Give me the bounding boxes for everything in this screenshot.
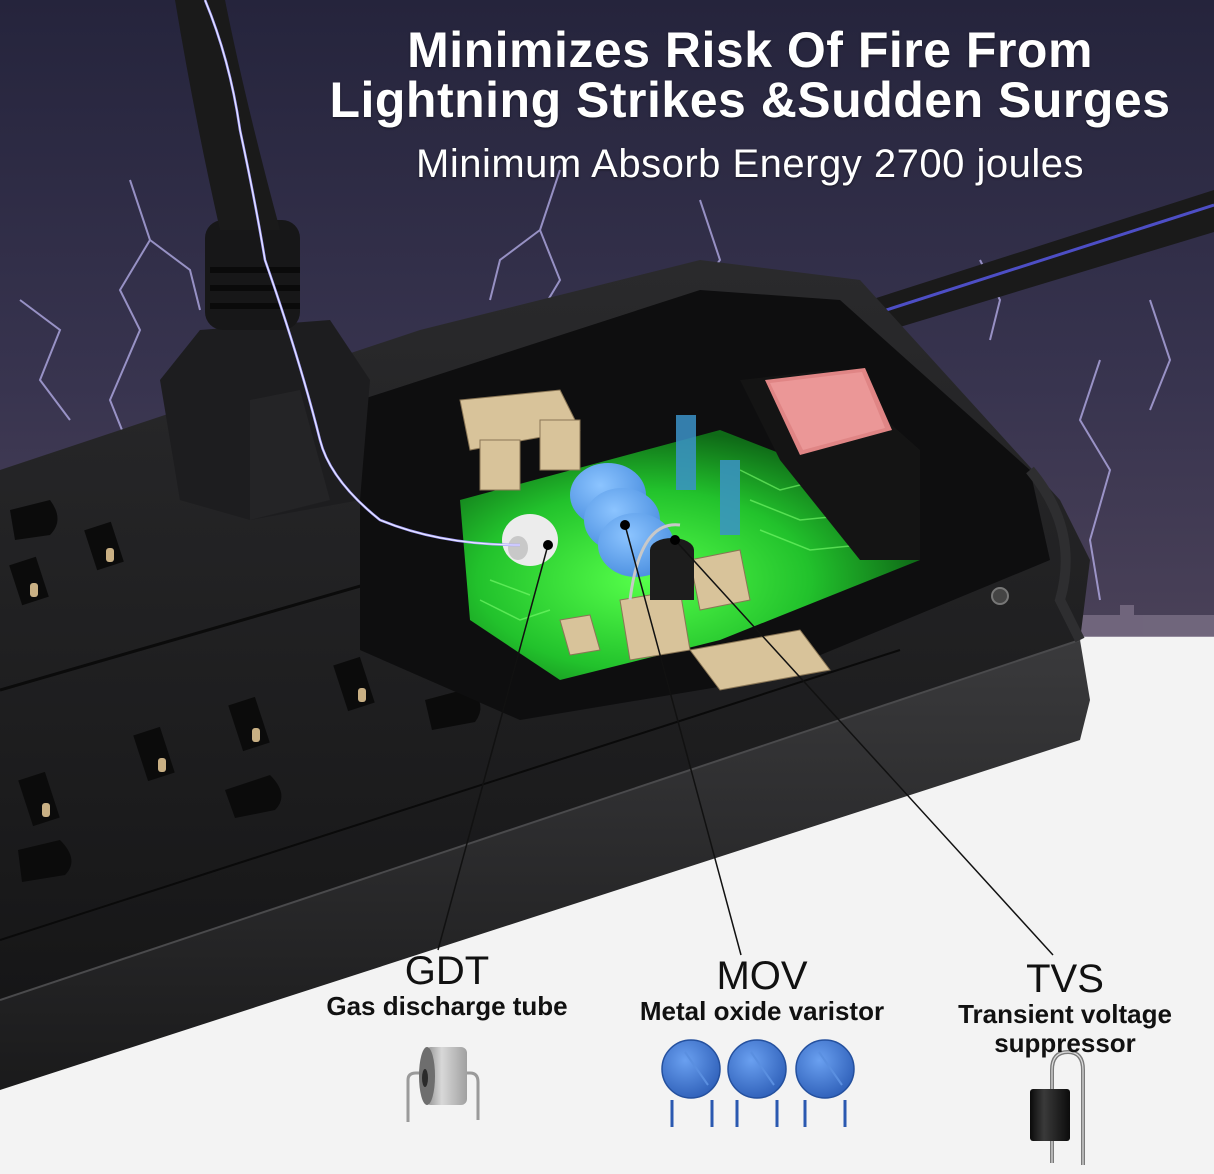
tvs-callout: TVS Transient voltage suppressor [930, 958, 1200, 1058]
brass-contacts [459, 389, 831, 691]
gas-discharge-tube-icon [406, 1047, 480, 1122]
plug-strain-relief [205, 220, 300, 330]
headline-title-line-2: Lightning Strikes &Sudden Surges [329, 72, 1171, 128]
headline-title-line-1: Minimizes Risk Of Fire From [407, 22, 1093, 78]
tvs-full-name-line-1: Transient voltage [958, 999, 1172, 1029]
leader-lines [437, 524, 1054, 956]
varistor-discs [661, 1039, 855, 1099]
power-strip-side [0, 640, 1090, 1090]
leader-dots [543, 520, 680, 550]
tvs-abbreviation: TVS [1026, 957, 1104, 1001]
mov-abbreviation: MOV [716, 954, 808, 998]
gdt-abbreviation: GDT [404, 949, 490, 993]
gdt-in-device [502, 514, 558, 566]
led-pipe-2 [720, 460, 740, 535]
led-pipe-1 [676, 415, 696, 490]
gdt-full-name: Gas discharge tube [326, 991, 568, 1021]
tvs-diode-icon [1030, 1049, 1085, 1165]
plug-cord [175, 0, 280, 230]
mov-callout: MOV Metal oxide varistor [612, 955, 912, 1025]
city-skyline [1080, 605, 1214, 637]
mov-full-name: Metal oxide varistor [639, 996, 885, 1026]
headline-subtitle: Minimum Absorb Energy 2700 joules [416, 142, 1084, 186]
tvs-full-name-line-2: suppressor [994, 1028, 1136, 1058]
varistor-icon [670, 1100, 847, 1127]
gdt-callout: GDT Gas discharge tube [300, 950, 594, 1020]
